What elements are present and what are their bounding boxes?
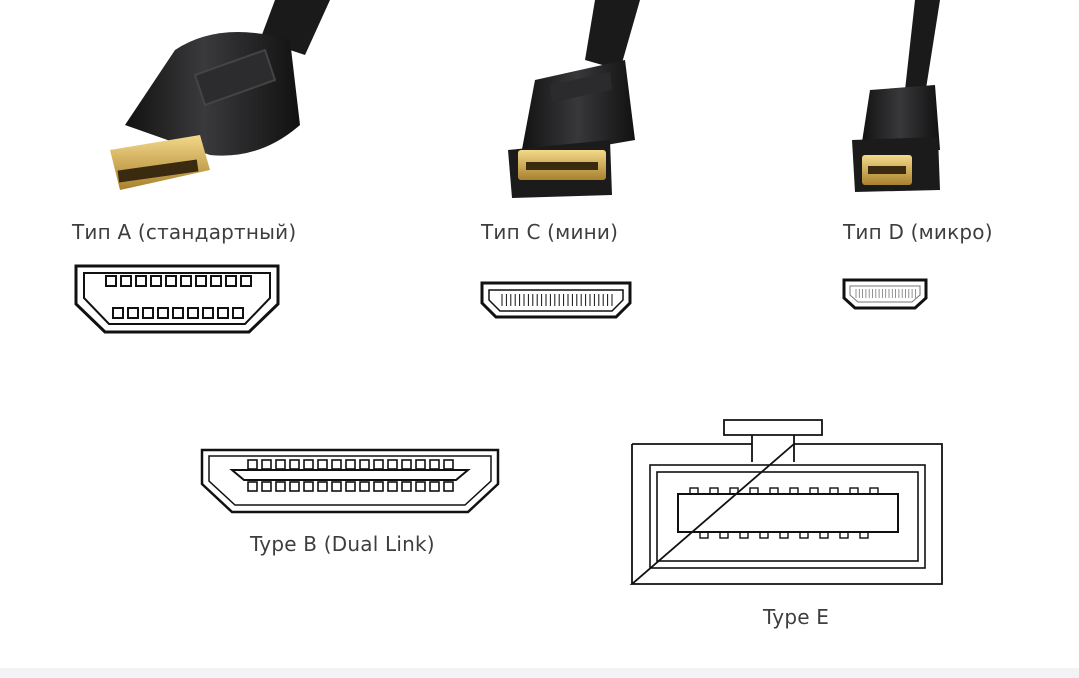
pin — [859, 531, 869, 539]
pin — [275, 459, 286, 470]
pin — [415, 459, 426, 470]
pin — [210, 275, 222, 287]
pin — [819, 531, 829, 539]
pin — [759, 531, 769, 539]
type-e-port-diagram — [629, 419, 943, 585]
pin — [429, 459, 440, 470]
pin — [779, 531, 789, 539]
pin — [172, 307, 184, 319]
pin — [289, 459, 300, 470]
pin — [729, 487, 739, 495]
type-b-label: Type B (Dual Link) — [250, 532, 435, 556]
pin — [142, 307, 154, 319]
pin — [317, 459, 328, 470]
type-d-plug-photo — [852, 0, 940, 192]
pin — [373, 459, 384, 470]
pin — [195, 275, 207, 287]
pin — [317, 481, 328, 492]
pin — [839, 531, 849, 539]
pin — [829, 487, 839, 495]
pin — [699, 531, 709, 539]
pin — [401, 459, 412, 470]
pin — [429, 481, 440, 492]
pin — [150, 275, 162, 287]
pin — [240, 275, 252, 287]
pin — [799, 531, 809, 539]
pin — [112, 307, 124, 319]
pin — [709, 487, 719, 495]
pin — [443, 481, 454, 492]
pin — [387, 459, 398, 470]
pin — [443, 459, 454, 470]
pin — [105, 275, 117, 287]
pin — [135, 275, 147, 287]
pin — [769, 487, 779, 495]
pin — [789, 487, 799, 495]
pin — [225, 275, 237, 287]
pin — [345, 459, 356, 470]
pin — [232, 307, 244, 319]
pin — [869, 487, 879, 495]
pin — [689, 487, 699, 495]
pin — [749, 487, 759, 495]
pin — [359, 459, 370, 470]
pin — [387, 481, 398, 492]
pin — [739, 531, 749, 539]
pin — [809, 487, 819, 495]
pin — [261, 459, 272, 470]
type-b-port-diagram — [200, 448, 500, 514]
type-a-port-diagram — [74, 264, 280, 334]
pin — [217, 307, 229, 319]
pin — [373, 481, 384, 492]
pin — [345, 481, 356, 492]
pin — [120, 275, 132, 287]
type-a-plug-photo — [110, 0, 330, 190]
pin — [401, 481, 412, 492]
type-a-label: Тип A (стандартный) — [72, 220, 297, 244]
pin — [415, 481, 426, 492]
type-e-label: Type E — [763, 605, 830, 629]
type-c-label: Тип C (мини) — [481, 220, 619, 244]
pin — [247, 481, 258, 492]
bottom-band — [0, 668, 1079, 678]
pin — [303, 459, 314, 470]
pin — [180, 275, 192, 287]
pin — [247, 459, 258, 470]
pin — [331, 481, 342, 492]
pin — [187, 307, 199, 319]
pin — [849, 487, 859, 495]
type-c-port-diagram — [480, 281, 632, 319]
type-d-label: Тип D (микро) — [843, 220, 993, 244]
pin — [331, 459, 342, 470]
pin — [359, 481, 370, 492]
pin — [165, 275, 177, 287]
pin — [289, 481, 300, 492]
pin — [275, 481, 286, 492]
pin — [157, 307, 169, 319]
pin — [719, 531, 729, 539]
pin — [127, 307, 139, 319]
type-c-plug-photo — [508, 0, 640, 198]
pin — [202, 307, 214, 319]
type-d-port-diagram — [842, 278, 928, 310]
pin — [261, 481, 272, 492]
pin — [303, 481, 314, 492]
